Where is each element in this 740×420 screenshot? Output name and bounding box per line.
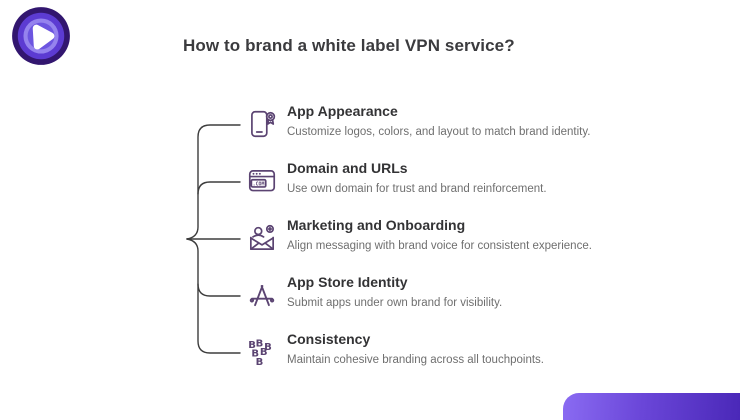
envelope-user-plus-icon bbox=[249, 224, 275, 251]
item-description: Maintain cohesive branding across all to… bbox=[287, 354, 544, 366]
com-label: .COM bbox=[253, 181, 265, 187]
item-title: Domain and URLs bbox=[287, 160, 408, 176]
smartphone-badge-icon bbox=[251, 110, 276, 138]
item-title: App Store Identity bbox=[287, 274, 408, 290]
svg-text:B: B bbox=[251, 348, 259, 359]
item-title: Consistency bbox=[287, 331, 371, 347]
svg-text:B: B bbox=[248, 340, 256, 351]
svg-text:B: B bbox=[260, 347, 268, 358]
item-title: Marketing and Onboarding bbox=[287, 217, 466, 233]
logo-triangle-shape bbox=[32, 24, 55, 50]
list-item-domain-urls: .COM Domain and URLs Use own domain for … bbox=[245, 159, 665, 207]
item-description: Submit apps under own brand for visibili… bbox=[287, 297, 503, 309]
svg-text:B: B bbox=[256, 339, 264, 350]
list-item-app-appearance: App Appearance Customize logos, colors, … bbox=[245, 102, 665, 150]
page-title: How to brand a white label VPN service? bbox=[183, 36, 515, 55]
browser-domain-icon: .COM bbox=[248, 170, 276, 192]
cluster-pattern-icon: B B B B B B bbox=[248, 339, 272, 368]
corner-decoration-shape bbox=[563, 393, 740, 420]
list-item-consistency: B B B B B B Consistency Maintain cohesiv… bbox=[245, 330, 665, 378]
item-description: Customize logos, colors, and layout to m… bbox=[287, 126, 591, 138]
list-item-app-store-identity: App Store Identity Submit apps under own… bbox=[245, 273, 665, 321]
item-title: App Appearance bbox=[287, 103, 398, 119]
item-description: Align messaging with brand voice for con… bbox=[287, 240, 592, 252]
svg-text:B: B bbox=[264, 342, 272, 353]
app-store-icon bbox=[249, 285, 275, 307]
purevpn-logo bbox=[12, 7, 70, 65]
item-description: Use own domain for trust and brand reinf… bbox=[287, 183, 547, 195]
list-item-marketing-onboarding: Marketing and Onboarding Align messaging… bbox=[245, 216, 665, 264]
svg-text:B: B bbox=[256, 357, 264, 368]
